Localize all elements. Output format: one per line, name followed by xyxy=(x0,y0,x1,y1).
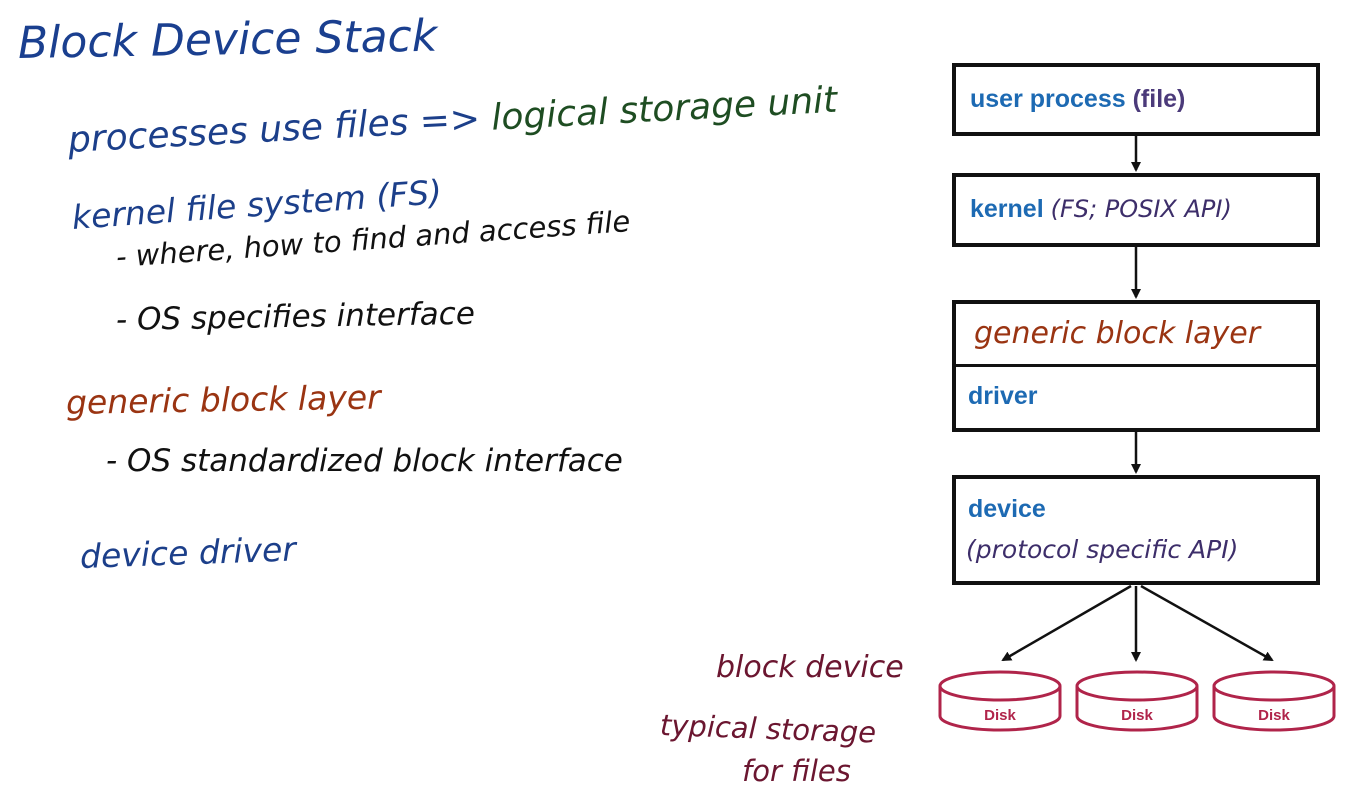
box-block-layer-driver: generic block layer driver xyxy=(952,300,1320,432)
block-layer-divider xyxy=(956,364,1316,367)
disk-icon-3 xyxy=(1212,670,1336,732)
user-process-text: user process xyxy=(970,85,1126,113)
box-kernel: kernel (FS; POSIX API) xyxy=(952,173,1320,247)
user-process-detail: (file) xyxy=(1132,85,1186,113)
disk-label-1: Disk xyxy=(984,707,1016,724)
user-process-label: user process (file) xyxy=(970,85,1185,114)
device-detail: (protocol specific API) xyxy=(966,535,1239,564)
arrow-device-to-disk-1 xyxy=(1001,584,1132,662)
box-device: device (protocol specific API) xyxy=(952,475,1320,585)
disk-label-3: Disk xyxy=(1258,707,1290,724)
box-user-process: user process (file) xyxy=(952,63,1320,136)
arrow-device-to-disk-3 xyxy=(1140,584,1274,662)
disk-icon-2 xyxy=(1075,670,1199,732)
note-for-files: for files xyxy=(742,754,851,788)
disk-icon-1 xyxy=(938,670,1062,732)
device-label: device xyxy=(968,495,1046,523)
note-block-device: block device xyxy=(716,650,904,685)
kernel-label: kernel (FS; POSIX API) xyxy=(970,195,1232,224)
generic-block-layer-label: generic block layer xyxy=(974,316,1261,351)
driver-label: driver xyxy=(968,382,1038,410)
note-os-standardized: - OS standardized block interface xyxy=(106,443,623,479)
kernel-detail: (FS; POSIX API) xyxy=(1050,195,1232,223)
disk-label-2: Disk xyxy=(1121,707,1153,724)
kernel-text: kernel xyxy=(970,195,1044,223)
